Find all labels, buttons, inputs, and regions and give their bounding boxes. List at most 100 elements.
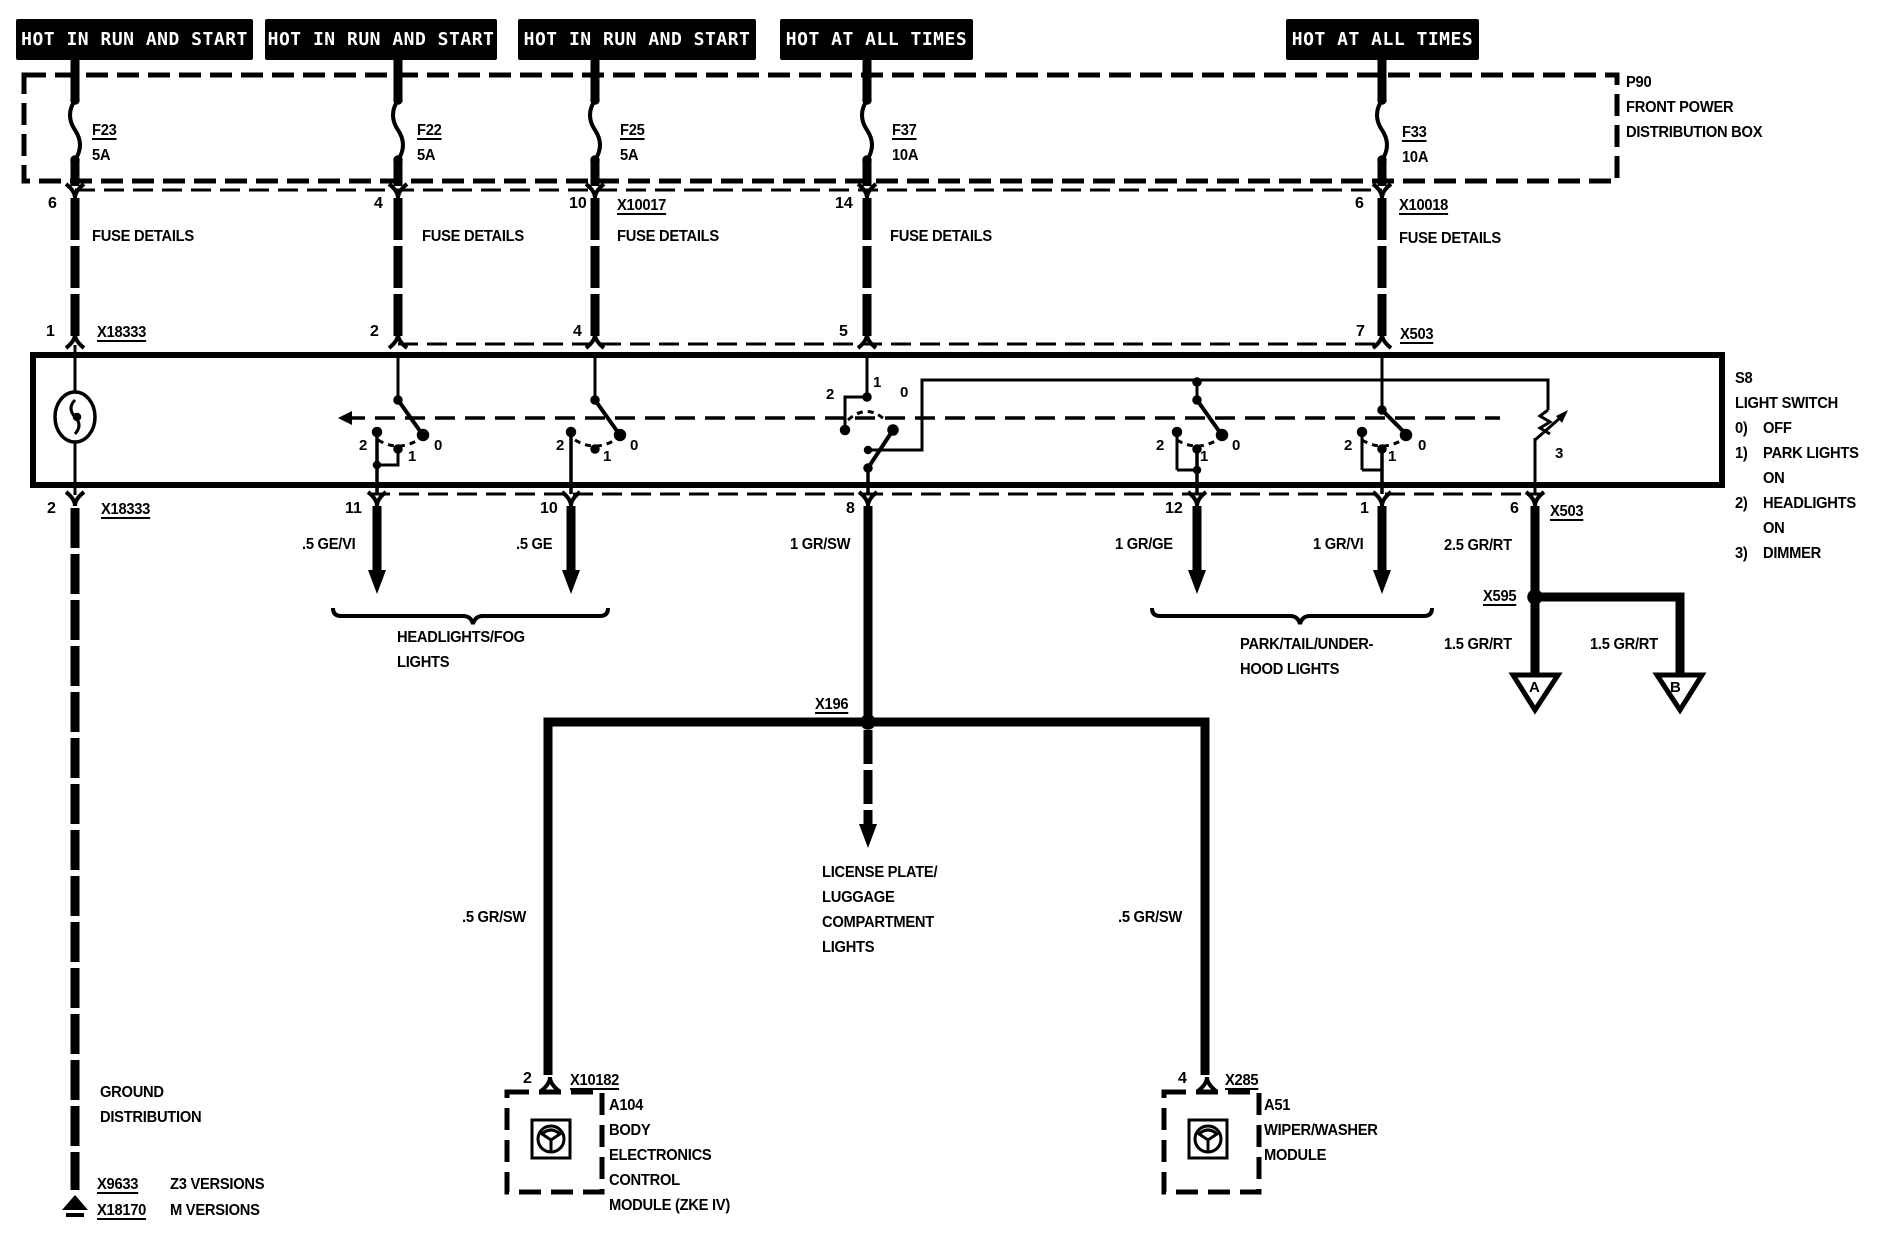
fuse-f25-id: F25 [620, 122, 645, 139]
fuse-f23-details: FUSE DETAILS [92, 228, 194, 245]
fuse-f25-rating: 5A [620, 147, 639, 164]
module-a104-label: A104 [609, 1097, 644, 1114]
pole-e-blade [1380, 408, 1405, 433]
ground-symbol-icon [62, 1195, 88, 1210]
splice-x196: X196 [815, 696, 849, 713]
fuse-f33-id: F33 [1402, 124, 1427, 141]
pole-d-contact-2 [1171, 426, 1183, 438]
switch-bottom-pin-11: 11 [345, 500, 362, 517]
pole-a-bridge [377, 449, 400, 467]
fuse-f25-symbol [588, 98, 602, 162]
contact-label-2-a: 2 [359, 437, 368, 454]
brace-park-lights [1150, 607, 1434, 625]
switch-top-pin-1: 1 [46, 323, 55, 340]
module-a51-name: WIPER/WASHER MODULE [1264, 1122, 1378, 1164]
module-a51-symbol-circle-icon [1193, 1124, 1223, 1154]
offpage-b-triangle-icon [1652, 672, 1707, 715]
contact-label-0-a: 0 [434, 437, 443, 454]
switch-bottom-pin-12: 12 [1165, 500, 1183, 517]
pole-c-node [863, 445, 873, 455]
arrow-pin10-icon [562, 570, 580, 594]
contact-label-1-a: 1 [408, 448, 417, 465]
pole-c-contact-2-line [843, 395, 867, 430]
fuse-f25-pin: 10 [569, 195, 587, 212]
fuse-f33-connector: X10018 [1399, 197, 1449, 214]
switch-top-pin-4: 4 [573, 323, 582, 340]
dimmer-rheostat-icon [1537, 408, 1553, 436]
contact-label-0-c: 0 [900, 384, 909, 401]
module-a104-symbol-circle-icon [536, 1124, 566, 1154]
fuse-box-name-line2: DISTRIBUTION BOX [1626, 124, 1763, 141]
fuse-f33-pin: 6 [1355, 195, 1364, 212]
pole-e-contact-0 [1399, 428, 1413, 442]
wire-label-pin6: 2.5 GR/RT [1444, 537, 1512, 554]
arrow-pin11-icon [368, 570, 386, 594]
wire-label-pin10: .5 GE [516, 536, 553, 553]
power-label-hot-run-start-2: HOT IN RUN AND START [265, 19, 497, 60]
module-a104-connector: X10182 [570, 1072, 620, 1089]
switch-position-2-label: HEADLIGHTS ON [1763, 495, 1856, 537]
switch-pin-f25-terminal [584, 333, 606, 350]
pole-d-feed-node [1192, 377, 1202, 387]
pole-d-bridge-node [1192, 465, 1202, 475]
module-a51-symbol-glyph-icon [1196, 1128, 1220, 1151]
switch-bottom-pin-6: 6 [1510, 500, 1519, 517]
module-a104-outline [504, 1089, 605, 1195]
switch-position-0-num: 0) [1735, 420, 1748, 437]
fuse-f37-rating: 10A [892, 147, 919, 164]
load-license-luggage: LICENSE PLATE/ LUGGAGE COMPARTMENT LIGHT… [822, 864, 938, 956]
arrow-pin1-icon [1373, 570, 1391, 594]
load-headlights-fog: HEADLIGHTS/FOG LIGHTS [397, 629, 525, 671]
switch-top-pin-7: 7 [1356, 323, 1365, 340]
splice-x595: X595 [1483, 588, 1517, 605]
wire-to-b [1535, 592, 1685, 675]
ground-m-note: M VERSIONS [170, 1202, 260, 1219]
ground-distribution-label: GROUND DISTRIBUTION [100, 1084, 202, 1126]
switch-bottom-pin-2: 2 [47, 500, 56, 517]
connector-pin1-terminal [1371, 490, 1393, 507]
module-a104-terminal [539, 1076, 561, 1093]
pole-a-bridge-node [372, 460, 382, 470]
switch-position-3-label: DIMMER [1763, 545, 1822, 562]
fuse-f37-pin: 14 [835, 195, 853, 212]
pole-c-contact-2 [839, 424, 851, 436]
switch-bottom-pin-10: 10 [540, 500, 558, 517]
fuse-f33-terminal-top [1377, 95, 1387, 105]
connector-pin2-terminal [64, 490, 86, 507]
pole-a-contact-arc [377, 438, 419, 448]
fuse-f33-symbol [1375, 98, 1389, 162]
pole-a-contact-0 [416, 428, 430, 442]
pole-b-blade [593, 398, 619, 433]
contact-label-2-d: 2 [1156, 437, 1165, 454]
arrow-license-icon [859, 824, 877, 848]
module-a51-connector: X285 [1225, 1072, 1259, 1089]
switch-top-connector-x18333: X18333 [97, 324, 147, 341]
switch-top-pin-2: 2 [370, 323, 379, 340]
pole-d-contact-0 [1215, 428, 1229, 442]
module-a104-pin: 2 [523, 1070, 532, 1087]
switch-s8-outline [30, 352, 1725, 488]
pole-d-blade [1195, 398, 1221, 433]
fuse-box-id: P90 [1626, 74, 1652, 91]
pole-b-contact-2 [565, 426, 577, 438]
switch-position-2-num: 2) [1735, 495, 1748, 512]
fuse-f37-terminal-top [862, 95, 872, 105]
fuse-f22-rating: 5A [417, 147, 436, 164]
switch-bottom-pin-1: 1 [1360, 500, 1369, 517]
brace-headlights [331, 607, 610, 625]
wire-label-to-a51: .5 GR/SW [1118, 909, 1183, 926]
contact-label-2-e: 2 [1344, 437, 1353, 454]
fuse-box-outline [21, 72, 1620, 184]
switch-pin-f22-terminal [387, 333, 409, 350]
fuse-f23-id: F23 [92, 122, 117, 139]
contact-label-2-c: 2 [826, 386, 835, 403]
linkage-arrow-icon [338, 411, 352, 425]
switch-bottom-connector-x18333: X18333 [101, 501, 151, 518]
fuse-f22-id: F22 [417, 122, 442, 139]
pole-a-blade [396, 398, 422, 433]
fuse-f23-pin: 6 [48, 195, 57, 212]
switch-top-pin-5: 5 [839, 323, 848, 340]
offpage-a-triangle-icon [1508, 672, 1563, 715]
module-a51-symbol-box [1187, 1118, 1229, 1160]
ground-z3-note: Z3 VERSIONS [170, 1176, 265, 1193]
